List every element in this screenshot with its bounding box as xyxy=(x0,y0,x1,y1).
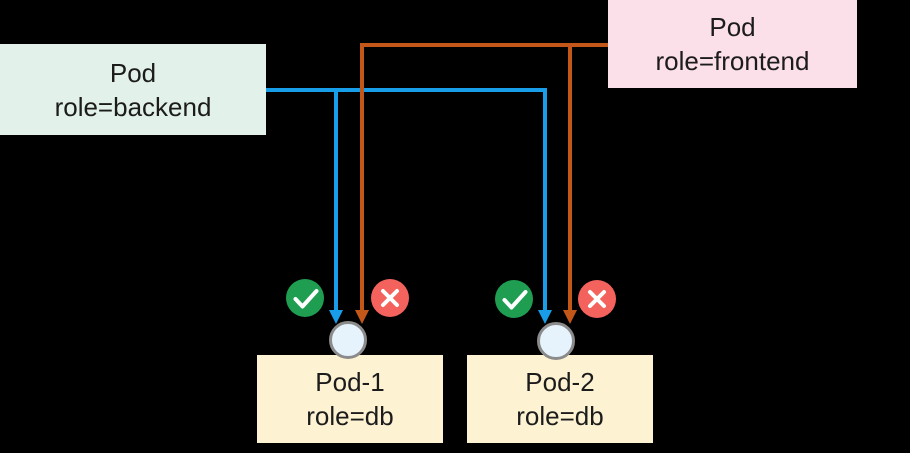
allowed-check-icon xyxy=(495,280,533,318)
denied-x-icon xyxy=(578,280,616,318)
frontend-wire-to-db1 xyxy=(360,43,608,312)
pod-frontend-box: Pod role=frontend xyxy=(608,0,857,88)
allowed-check-icon xyxy=(286,279,324,317)
arrowhead-frontend-db2-icon xyxy=(563,310,577,324)
pod-db2-name: Pod-2 xyxy=(525,367,595,397)
pod-db1-selector: role=db xyxy=(306,401,394,431)
pod-backend-selector: role=backend xyxy=(54,91,212,122)
denied-x-icon xyxy=(371,279,409,317)
db1-port-circle xyxy=(329,321,367,359)
pod-backend-box: Pod role=backend xyxy=(0,44,266,135)
db2-port-circle xyxy=(537,322,575,360)
pod-backend-name: Pod xyxy=(109,57,157,88)
pod-db1-box: Pod-1 role=db xyxy=(257,355,443,443)
arrowhead-backend-db2-icon xyxy=(538,310,552,324)
arrowhead-frontend-db1-icon xyxy=(355,310,369,324)
pod-frontend-name: Pod xyxy=(709,12,756,42)
pod-db2-selector: role=db xyxy=(516,401,604,431)
pod-db1-name: Pod-1 xyxy=(315,367,385,397)
pod-db2-box: Pod-2 role=db xyxy=(467,355,653,443)
arrowhead-backend-db1-icon xyxy=(329,310,343,324)
backend-wire-to-db2 xyxy=(266,88,547,312)
pod-frontend-selector: role=frontend xyxy=(655,46,810,76)
